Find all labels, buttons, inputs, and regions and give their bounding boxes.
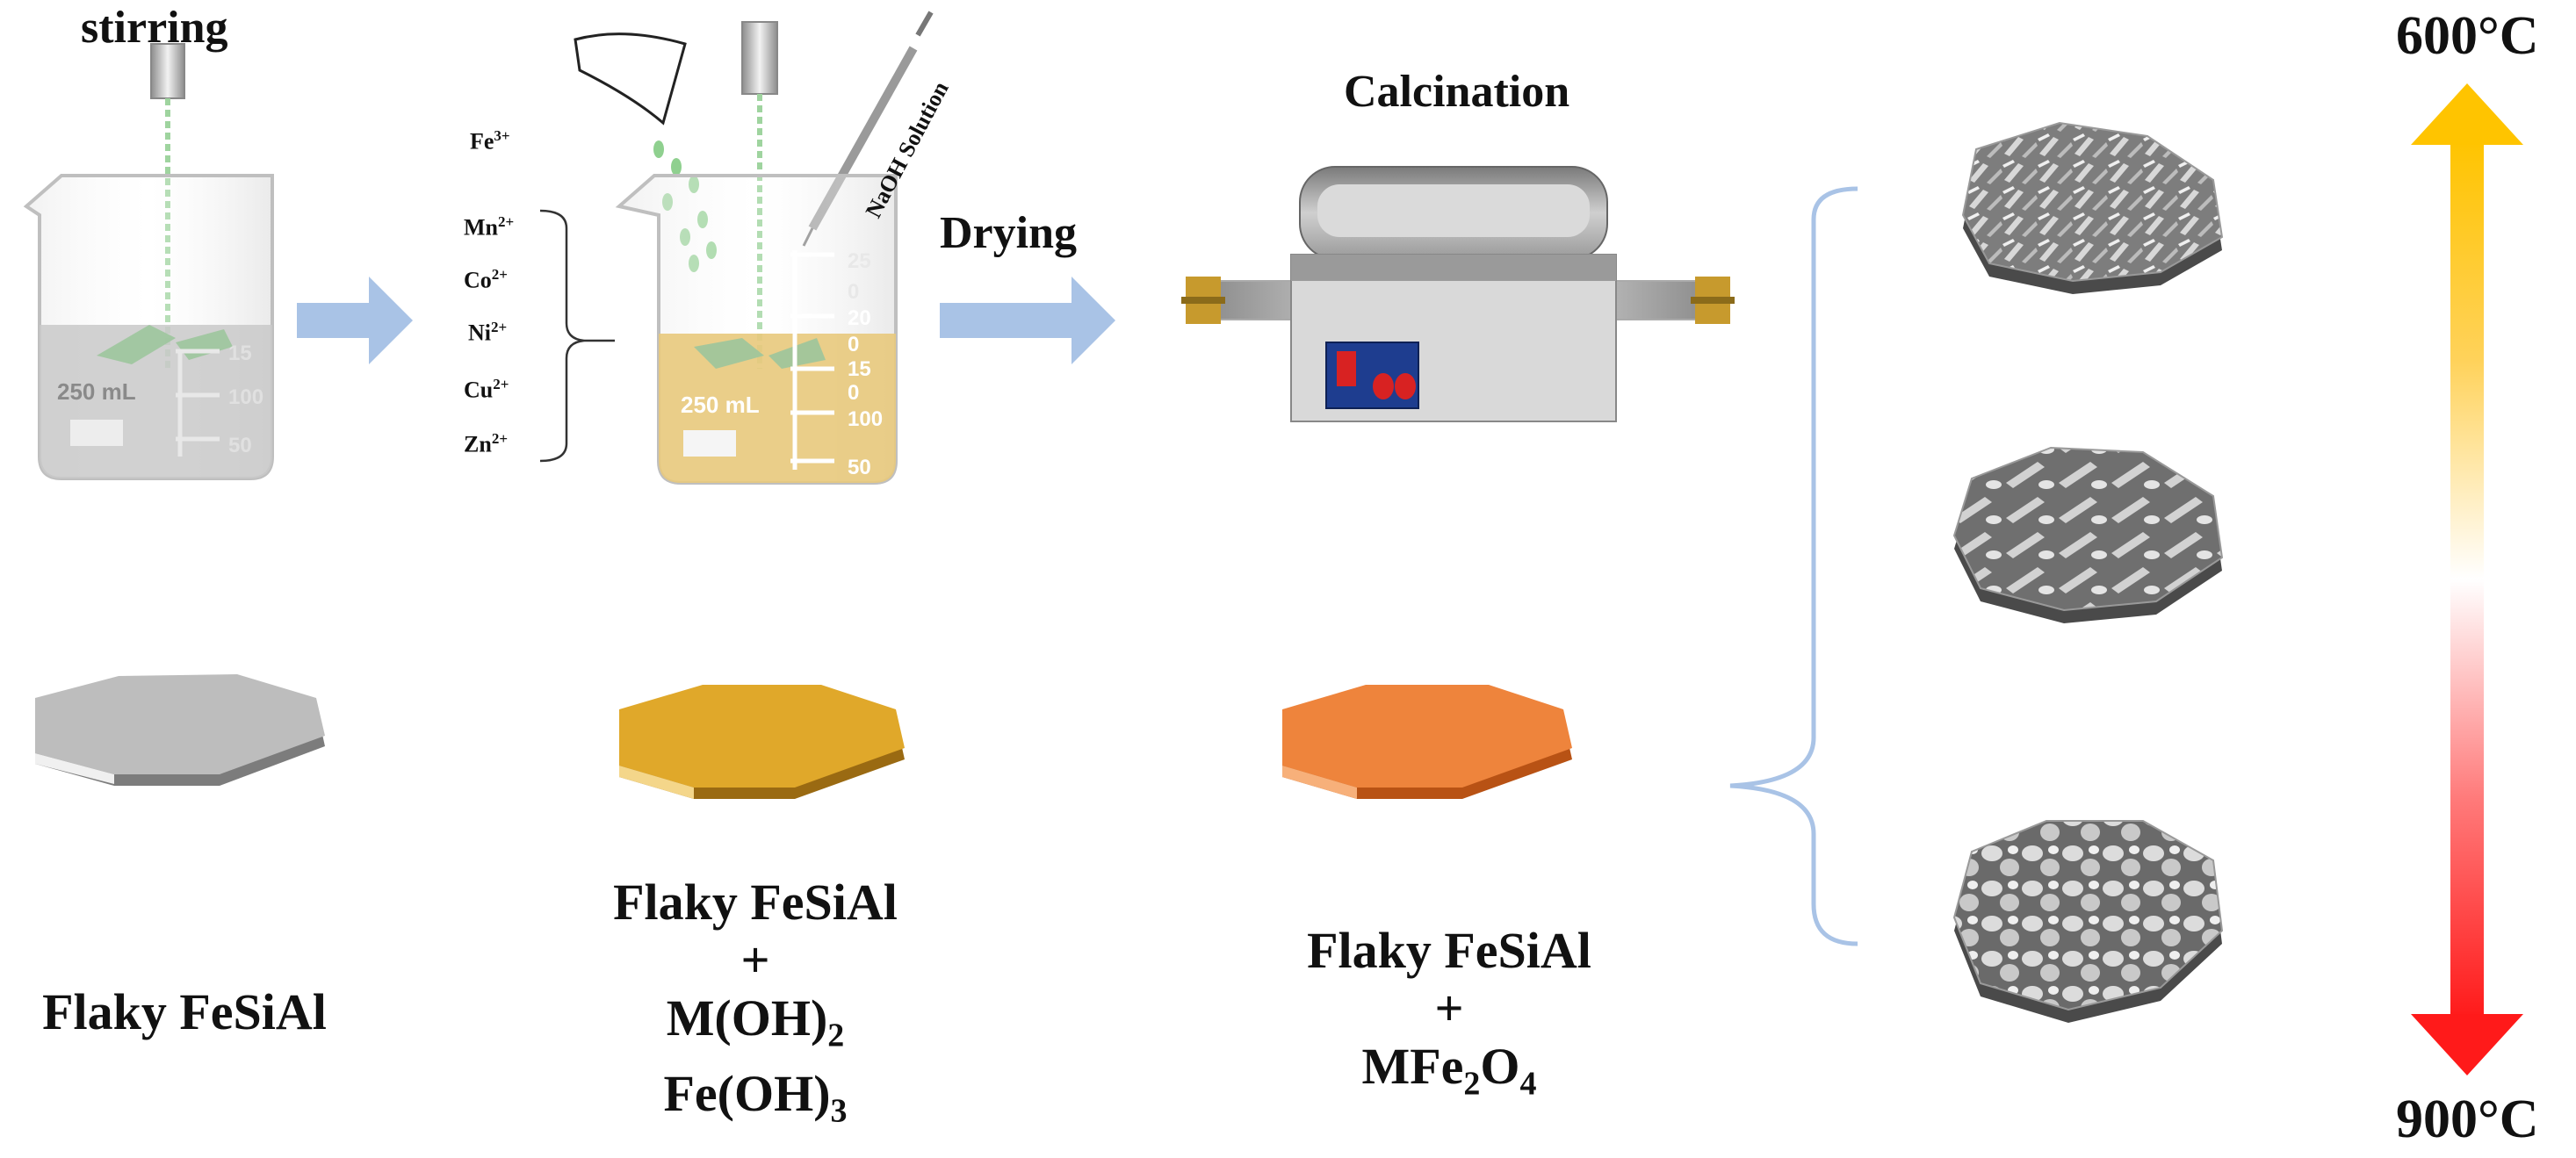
- product-label-1: Flaky FeSiAl: [42, 983, 327, 1040]
- ion-zn2: Zn2+: [464, 430, 508, 457]
- ion-cu2: Cu2+: [464, 376, 509, 403]
- beaker-scale-label: 15: [848, 357, 871, 381]
- step-label-calcination: Calcination: [1344, 67, 1570, 117]
- sem-image: [1961, 121, 2224, 283]
- beaker-label-patch: [683, 430, 736, 457]
- beaker-volume-label: 250 mL: [681, 392, 760, 418]
- control-knob: [1395, 373, 1416, 399]
- beaker-scale-label: 15: [228, 342, 252, 365]
- control-knob: [1373, 373, 1394, 399]
- process-arrow: [297, 277, 413, 364]
- beaker-scale-label: 0: [848, 333, 859, 356]
- temperature-arrowhead-up: [2411, 83, 2523, 145]
- stirrer-blade: [97, 325, 176, 364]
- beaker-scale-label: 25: [848, 249, 871, 273]
- beaker-scale-label: 50: [848, 456, 871, 479]
- beaker-stirring: 250 mL 15 100 50: [23, 43, 274, 480]
- product-2-hydroxide-m: M(OH)2: [666, 989, 845, 1054]
- flake-orange: [1282, 685, 1572, 799]
- beaker-scale-label: 0: [848, 280, 859, 304]
- flake-gold: [619, 685, 905, 799]
- temperature-high-label: 900°C: [2396, 1090, 2539, 1149]
- flake-top: [619, 685, 905, 788]
- beaker-scale-label: 100: [848, 407, 883, 431]
- product-2-hydroxide-fe: Fe(OH)3: [663, 1064, 848, 1130]
- temperature-arrowhead-down: [2411, 1014, 2523, 1075]
- stirrer-motor: [741, 21, 778, 95]
- sem-flake-750: [1952, 446, 2224, 623]
- stirrer-blade: [694, 338, 764, 369]
- beaker-scale: [176, 349, 220, 457]
- product-label-3: Flaky FeSiAl + MFe2O4: [1256, 922, 1642, 1113]
- product-3-ferrite: MFe2O4: [1361, 1038, 1537, 1103]
- beaker-precipitation: 250 mL 25 0 20 0 15 0 100 50: [574, 11, 934, 485]
- step-label-drying: Drying: [940, 208, 1077, 258]
- sem-flake-900: [1952, 820, 2224, 1023]
- ion-co2: Co2+: [464, 266, 508, 293]
- beaker-label-patch: [70, 420, 123, 446]
- product-3-line-1: Flaky FeSiAl: [1307, 922, 1591, 979]
- sem-flake-600: [1961, 121, 2224, 294]
- furnace-lid-inner: [1317, 184, 1590, 237]
- furnace-band: [1291, 255, 1616, 281]
- flake-top: [1282, 685, 1572, 788]
- spatula-icon: [574, 32, 687, 126]
- beaker-volume-label: 250 mL: [57, 378, 136, 405]
- beaker-scale-label: 50: [228, 434, 252, 457]
- temperature-low-label: 600°C: [2396, 6, 2539, 66]
- product-2-line-1: Flaky FeSiAl: [613, 874, 898, 931]
- product-2-plus: +: [740, 931, 770, 989]
- tube-furnace: [1181, 166, 1735, 422]
- beaker-scale: [790, 250, 834, 470]
- sem-image: [1952, 820, 2224, 1011]
- product-label-2: Flaky FeSiAl + M(OH)2 Fe(OH)3: [562, 874, 949, 1140]
- ion-bracket: [539, 209, 585, 463]
- beaker-scale-label: 20: [848, 306, 871, 330]
- sem-image: [1952, 446, 2224, 612]
- flake-top: [35, 674, 325, 774]
- process-arrow: [940, 277, 1115, 364]
- flake-gray: [35, 674, 325, 786]
- ion-ni2: Ni2+: [468, 319, 508, 346]
- beaker-scale-label: 0: [848, 381, 859, 405]
- sem-group-bracket: [1729, 186, 1858, 946]
- step-label-stirring: stirring: [81, 3, 228, 53]
- temperature-gradient-bar: [2450, 140, 2484, 1018]
- beaker-scale-label: 100: [228, 385, 263, 409]
- ion-mn2: Mn2+: [464, 213, 515, 241]
- ion-fe3: Fe3+: [470, 127, 510, 155]
- reagent-label: NaOH Solution: [861, 77, 954, 222]
- product-3-plus: +: [1434, 980, 1464, 1037]
- control-display: [1337, 351, 1356, 386]
- temperature-arrow: [2411, 83, 2523, 1075]
